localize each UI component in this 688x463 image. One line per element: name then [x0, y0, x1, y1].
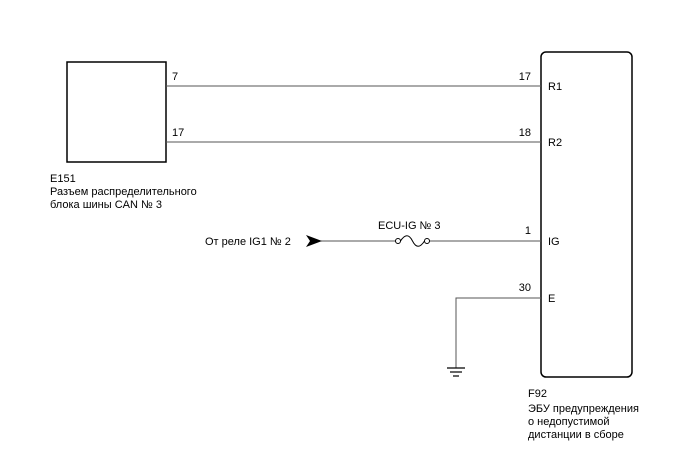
f92-pin-num-r2: 18 — [519, 127, 531, 139]
f92-desc-line1: ЭБУ предупреждения — [528, 403, 639, 415]
e151-desc-line2: блока шины CAN № 3 — [50, 199, 162, 211]
f92-pin-num-e: 30 — [519, 282, 531, 294]
source-label: От реле IG1 № 2 — [205, 236, 291, 248]
e151-pin-r2: 17 — [172, 127, 184, 139]
f92-desc-line2: о недопустимой — [528, 416, 610, 428]
f92-pin-num-ig: 1 — [525, 225, 531, 237]
connector-e151-box — [66, 61, 167, 163]
f92-pin-num-r1: 17 — [519, 71, 531, 83]
f92-pin-name-r1: R1 — [548, 81, 562, 93]
f92-desc-line3: дистанции в сборе — [528, 429, 624, 441]
e151-code: E151 — [50, 173, 76, 185]
e151-desc-line1: Разъем распределительного — [50, 186, 197, 198]
e151-pin-r1: 7 — [172, 71, 178, 83]
wire-ground — [455, 297, 541, 368]
fuse-icon — [395, 235, 430, 247]
ground-icon — [447, 367, 465, 377]
f92-pin-name-ig: IG — [548, 236, 560, 248]
f92-pin-name-r2: R2 — [548, 137, 562, 149]
source-arrow-icon — [306, 235, 322, 247]
fuse-label: ECU-IG № 3 — [378, 220, 441, 232]
f92-pin-name-e: E — [548, 293, 555, 305]
ecu-f92-box — [540, 51, 633, 378]
f92-code: F92 — [528, 388, 547, 400]
